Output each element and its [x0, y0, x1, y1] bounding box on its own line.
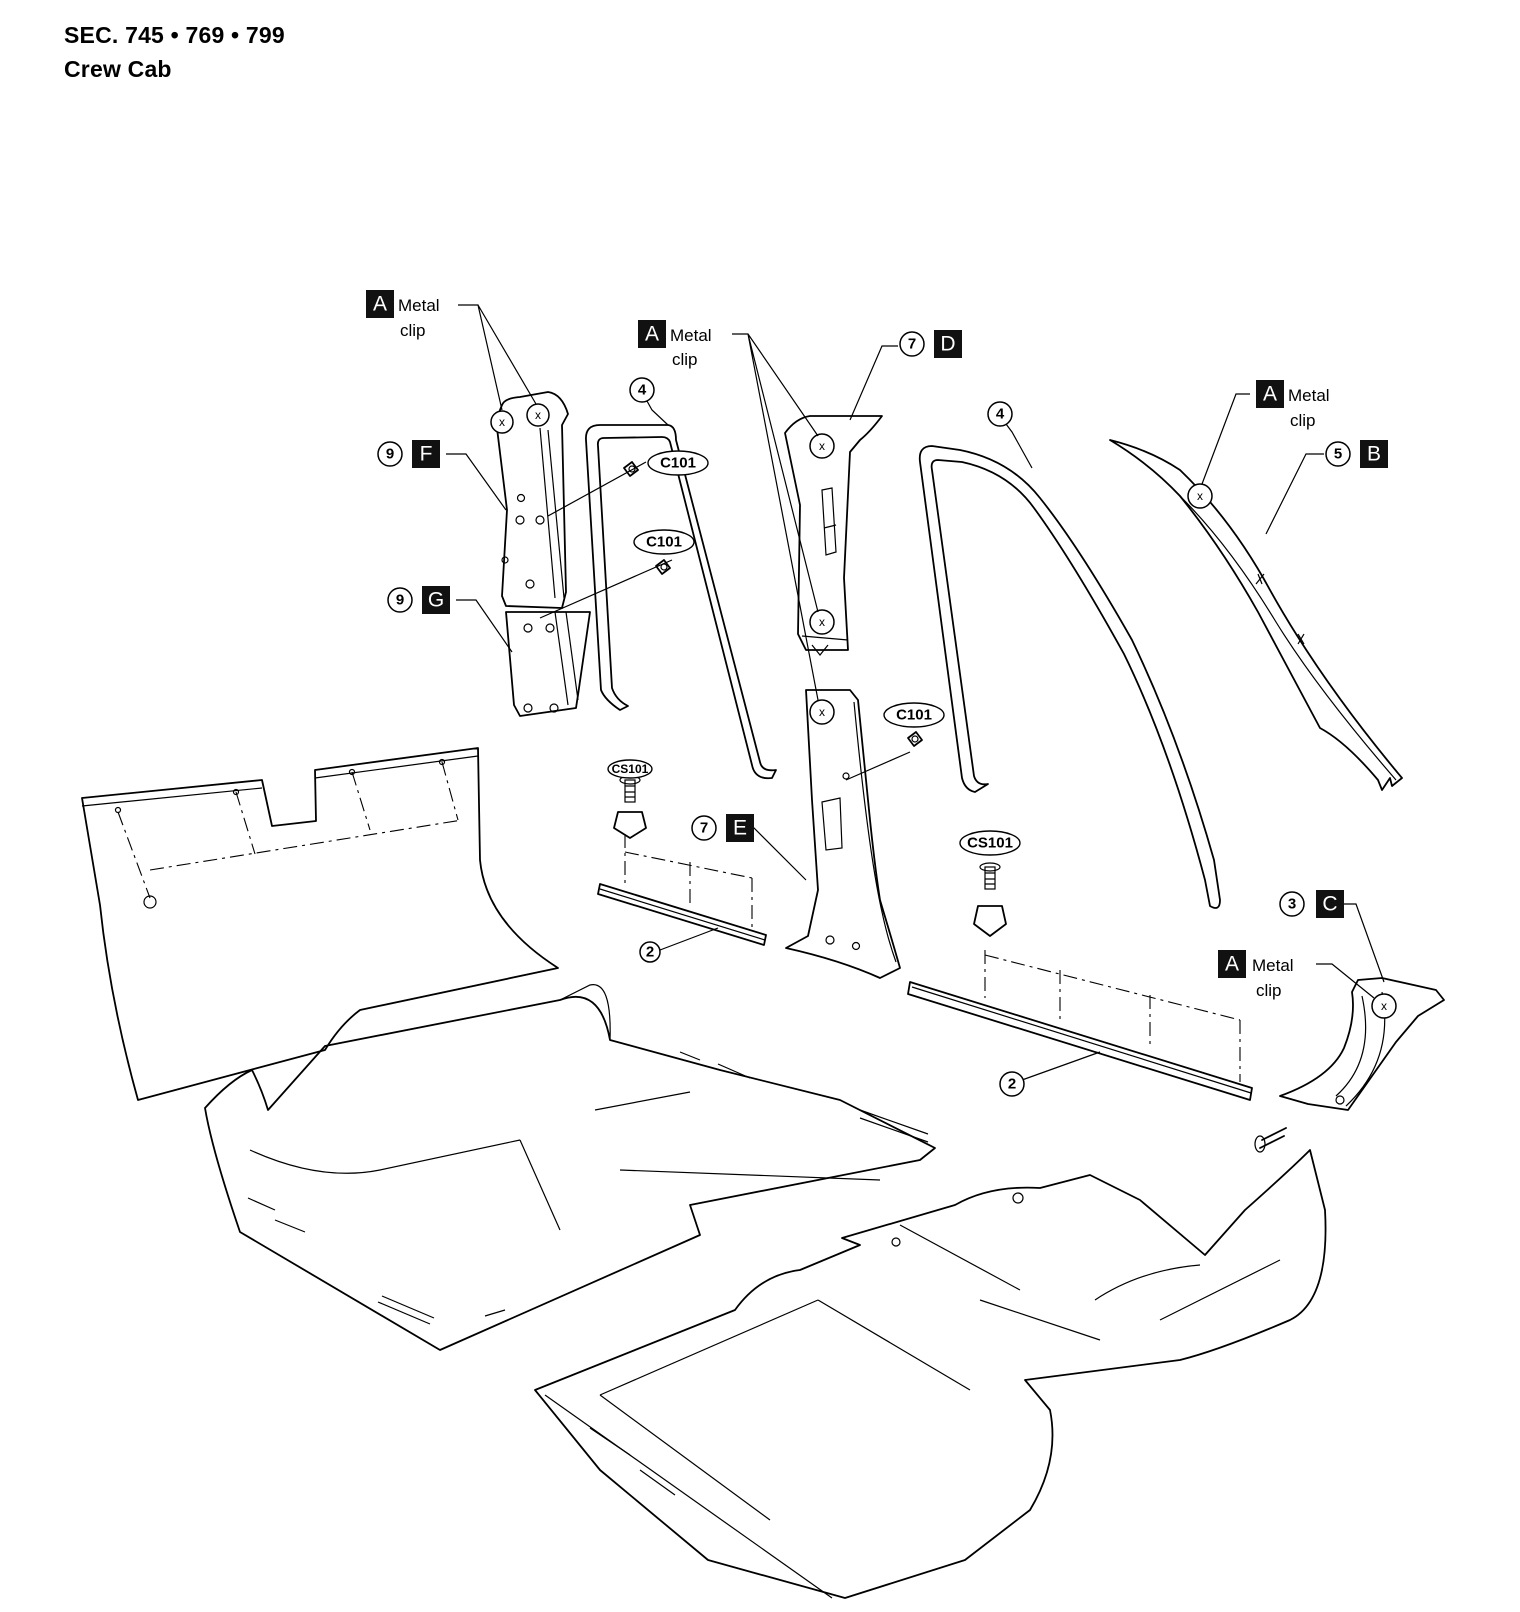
svg-text:4: 4	[996, 406, 1005, 423]
svg-text:clip: clip	[1256, 981, 1282, 1000]
svg-text:x: x	[1197, 489, 1203, 503]
svg-text:Metal: Metal	[670, 326, 712, 345]
svg-text:CS101: CS101	[612, 762, 649, 776]
svg-text:A: A	[1225, 953, 1239, 976]
rear-pillar-upper-trim	[495, 391, 569, 609]
svg-text:Metal: Metal	[1252, 956, 1294, 975]
svg-text:4: 4	[638, 382, 647, 399]
front-pillar-garnish	[1109, 439, 1403, 791]
svg-text:clip: clip	[672, 350, 698, 369]
svg-text:2: 2	[646, 944, 654, 961]
svg-text:x: x	[819, 439, 825, 453]
center-pillar-upper-trim	[784, 415, 883, 656]
part-label-9-g: 9 G	[387, 586, 450, 614]
part-label-2-front: 2	[999, 1071, 1025, 1097]
svg-text:Metal: Metal	[1288, 386, 1330, 405]
svg-text:clip: clip	[400, 321, 426, 340]
svg-text:D: D	[940, 333, 955, 356]
dash-side-finisher	[1279, 977, 1445, 1111]
svg-text:C101: C101	[660, 455, 696, 472]
part-label-4-rear-welt: 4	[629, 377, 655, 403]
clip-c101-label-upper: C101	[647, 450, 709, 476]
rear-door-welt	[585, 424, 777, 780]
svg-text:x: x	[819, 615, 825, 629]
metal-clip-callout-3: A Metal clip	[1256, 380, 1330, 430]
svg-text:clip: clip	[1290, 411, 1316, 430]
svg-text:C101: C101	[896, 707, 932, 724]
svg-text:B: B	[1367, 443, 1381, 466]
part-label-7-d: 7 D	[899, 330, 962, 358]
svg-text:G: G	[428, 589, 444, 612]
metal-clip-callout-1: A Metal clip	[366, 290, 440, 340]
svg-text:x: x	[499, 415, 505, 429]
svg-text:x: x	[819, 705, 825, 719]
part-label-9-f: 9 F	[377, 440, 440, 468]
metal-clip-callout-2: A Metal clip	[638, 320, 712, 369]
svg-text:5: 5	[1334, 446, 1342, 463]
cab-type: Crew Cab	[64, 56, 172, 82]
front-door-welt	[918, 445, 1221, 909]
svg-text:Metal: Metal	[398, 296, 440, 315]
screw-cs101-left-hardware	[613, 775, 647, 839]
front-kicking-plate	[907, 950, 1253, 1101]
rear-floor-carpet	[81, 747, 559, 1101]
svg-text:2: 2	[1008, 1076, 1016, 1093]
svg-text:C101: C101	[646, 534, 682, 551]
part-label-2-rear: 2	[639, 941, 661, 963]
screw-cs101-label-left: CS101	[607, 759, 653, 779]
part-label-5-b: 5 B	[1325, 440, 1388, 468]
diagram-header: SEC. 745 • 769 • 799 Crew Cab	[64, 18, 285, 86]
clip-c101-upper-hardware	[623, 461, 639, 477]
rear-kicking-plate	[597, 834, 767, 946]
svg-text:CS101: CS101	[967, 835, 1013, 852]
svg-text:9: 9	[386, 446, 394, 463]
svg-text:C: C	[1322, 893, 1337, 916]
clip-c101-label-middle: C101	[633, 529, 695, 555]
clip-c101-right-hardware	[907, 731, 923, 747]
svg-text:x: x	[1381, 999, 1387, 1013]
rear-floor-carpet-lower	[204, 984, 936, 1351]
svg-text:A: A	[373, 293, 387, 316]
part-label-4-front-welt: 4	[987, 401, 1013, 427]
svg-text:F: F	[420, 443, 433, 466]
svg-text:A: A	[1263, 383, 1277, 406]
clip-x-marks: x x x x x x x	[490, 403, 1397, 1019]
metal-clip-callout-4: A Metal clip	[1218, 950, 1294, 1000]
svg-text:x: x	[535, 408, 541, 422]
center-pillar-lower-trim	[785, 689, 901, 979]
svg-text:9: 9	[396, 592, 404, 609]
part-label-3-c: 3 C	[1279, 890, 1344, 918]
svg-text:A: A	[645, 323, 659, 346]
part-label-7-e: 7 E	[691, 814, 754, 842]
front-floor-carpet	[534, 1149, 1327, 1599]
finisher-screw-hardware	[1254, 1127, 1287, 1153]
clip-c101-label-right: C101	[883, 702, 945, 728]
svg-text:7: 7	[700, 820, 708, 837]
svg-text:7: 7	[908, 336, 916, 353]
rear-pillar-lower-trim	[505, 611, 591, 717]
section-number: SEC. 745 • 769 • 799	[64, 22, 285, 48]
svg-text:3: 3	[1288, 896, 1296, 913]
screw-cs101-label-right: CS101	[959, 830, 1021, 856]
screw-cs101-right-hardware	[973, 862, 1007, 937]
svg-text:E: E	[733, 817, 747, 840]
